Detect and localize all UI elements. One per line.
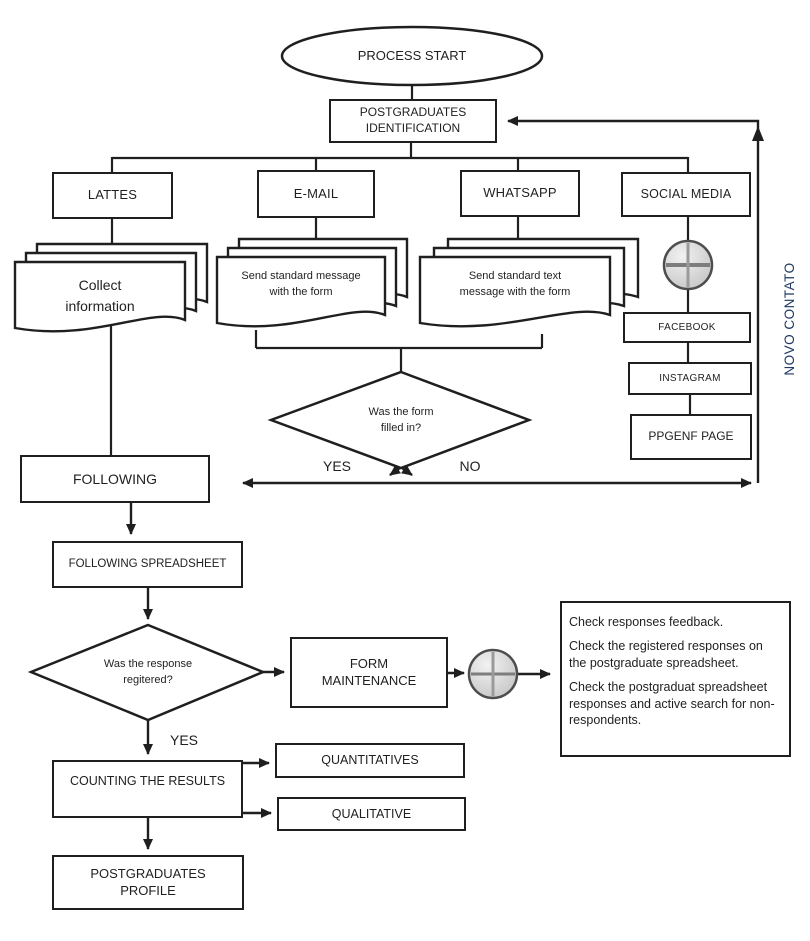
node-qualitative: QUALITATIVE: [277, 797, 466, 831]
following-label: FOLLOWING: [72, 470, 157, 487]
feedback-loop-line: [507, 116, 760, 483]
whatsapp-message-label: Send standard text message with the form: [459, 269, 571, 299]
node-email: E-MAIL: [257, 170, 375, 218]
qualitative-label: QUALITATIVE: [331, 806, 412, 821]
decision-form-filled-text: Was the form filled in?: [330, 400, 472, 440]
node-ppgenf-page: PPGENF PAGE: [630, 414, 752, 460]
email-message-text: Send standard message with the form: [224, 262, 378, 306]
note-1: Check responses feedback.: [569, 615, 724, 629]
email-message-label: Send standard message with the form: [241, 269, 361, 299]
doc-email-message: [215, 237, 409, 328]
doc-collect-information: [13, 242, 209, 333]
plus-circle-icon: [662, 239, 714, 291]
postgraduates-identification-label: POSTGRADUATES IDENTIFICATION: [359, 105, 467, 135]
node-following: FOLLOWING: [20, 455, 210, 503]
decision-response-registered-text: Was the response regitered?: [75, 652, 221, 692]
ppgenf-page-label: PPGENF PAGE: [648, 429, 734, 444]
collect-information-text: Collect information: [25, 266, 175, 326]
following-spreadsheet-label: FOLLOWING SPREADSHEET: [68, 558, 227, 571]
counting-results-label: COUNTING THE RESULTS: [69, 774, 226, 788]
node-instagram: INSTAGRAM: [628, 362, 752, 395]
yes-response-text: YES: [169, 731, 198, 748]
maintenance-notes-box: Check responses feedback. Check the regi…: [560, 601, 791, 757]
no-form-text: NO: [459, 457, 481, 474]
node-process-start: PROCESS START: [282, 28, 542, 84]
node-lattes: LATTES: [52, 172, 173, 219]
email-label: E-MAIL: [293, 185, 339, 201]
node-facebook: FACEBOOK: [623, 312, 751, 343]
feedback-up-arrowhead: [752, 126, 764, 141]
form-maintenance-label: FORM MAINTENANCE: [321, 655, 417, 688]
form-filled-question: Was the form filled in?: [368, 405, 434, 435]
node-postgraduates-identification: POSTGRADUATES IDENTIFICATION: [329, 99, 497, 143]
facebook-label: FACEBOOK: [658, 322, 716, 333]
process-start-label: PROCESS START: [357, 48, 467, 64]
decision-response-registered-shape: [27, 623, 267, 722]
quantitatives-label: QUANTITATIVES: [321, 753, 419, 768]
postgraduates-profile-label: POSTGRADUATES PROFILE: [90, 865, 206, 898]
decision-form-filled-shape: [267, 370, 533, 470]
lattes-label: LATTES: [87, 187, 138, 203]
yes-form-text: YES: [322, 457, 351, 474]
collect-information-label: Collect information: [65, 277, 135, 314]
node-social-media: SOCIAL MEDIA: [621, 172, 751, 217]
note-2: Check the registered responses on the po…: [569, 638, 763, 670]
connector-lines: [109, 84, 692, 456]
node-quantitatives: QUANTITATIVES: [275, 743, 465, 778]
node-form-maintenance: FORM MAINTENANCE: [290, 637, 448, 708]
node-counting-results: COUNTING THE RESULTS: [52, 760, 243, 818]
start-ellipse: [280, 25, 544, 87]
instagram-label: INSTAGRAM: [659, 373, 721, 384]
whatsapp-label: WHATSAPP: [483, 185, 557, 201]
label-no-form: NO: [450, 456, 490, 476]
response-registered-question: Was the response regitered?: [103, 657, 193, 687]
label-yes-form: YES: [316, 456, 358, 476]
social-media-label: SOCIAL MEDIA: [640, 187, 732, 202]
note-3: Check the postgraduat spreadsheet respon…: [569, 679, 775, 728]
novo-contato-label: NOVO CONTATO: [781, 262, 797, 376]
node-whatsapp: WHATSAPP: [460, 170, 580, 217]
node-postgraduates-profile: POSTGRADUATES PROFILE: [52, 855, 244, 910]
whatsapp-message-text: Send standard text message with the form: [430, 262, 600, 306]
label-yes-response: YES: [162, 730, 206, 750]
doc-whatsapp-message: [418, 237, 640, 328]
plus-circle-icon: [467, 648, 519, 700]
node-following-spreadsheet: FOLLOWING SPREADSHEET: [52, 541, 243, 588]
